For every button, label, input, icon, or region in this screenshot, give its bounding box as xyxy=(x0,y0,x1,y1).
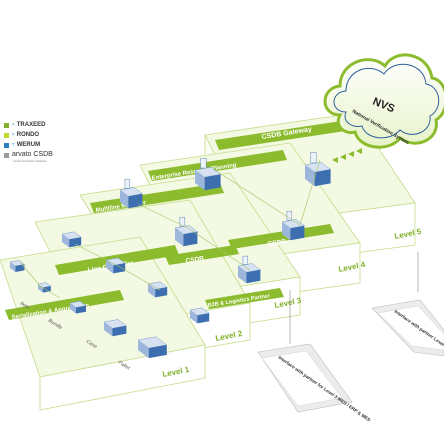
erp-server xyxy=(194,158,222,191)
connector-lines xyxy=(19,159,321,299)
legend-item: ≈TRAXEED xyxy=(4,120,74,130)
vendor-logo-icon: ≈ xyxy=(12,142,15,148)
csdb-label-right: CSDB xyxy=(267,238,287,248)
line-controller-3 xyxy=(147,281,168,298)
vendor-logo-icon: ≈ xyxy=(12,122,15,128)
bundle-pack xyxy=(69,300,87,314)
partner-terminal-right: Interface with partner Level 4 ERP & CSD… xyxy=(371,252,444,378)
case-label: Case xyxy=(85,339,98,351)
site-manager-server xyxy=(119,178,143,209)
pallet-pack xyxy=(137,336,168,359)
platform-label-strips xyxy=(5,120,352,320)
item-label: Item xyxy=(19,301,30,311)
csdb-server-l5 xyxy=(281,210,305,241)
legend-swatch xyxy=(4,152,9,158)
system-devices xyxy=(9,152,332,359)
legend-sublabel: Central Serialization Database xyxy=(13,160,47,163)
legend-label: arvato CSDB xyxy=(12,151,53,158)
legend-item: ≈WERUM xyxy=(4,140,74,150)
legend-item: arvato CSDB xyxy=(4,150,74,160)
line-controller-1 xyxy=(61,231,82,248)
bundle-device xyxy=(37,282,52,293)
legend-swatch xyxy=(4,142,9,148)
case-pack xyxy=(103,319,127,337)
legend-item: ≈RONDO xyxy=(4,130,74,140)
csdb-server-l4 xyxy=(174,216,198,247)
legend-label: RONDO xyxy=(16,132,40,138)
data-flow-dots xyxy=(332,148,362,163)
vendor-logo-icon: ≈ xyxy=(12,132,15,138)
legend-swatch xyxy=(4,122,9,128)
line-controller-4 xyxy=(189,307,210,324)
line-controller-2 xyxy=(105,257,126,274)
legend-label: WERUM xyxy=(16,142,41,148)
nvs-cloud: NVS National Verification System xyxy=(323,53,444,149)
legend-swatch xyxy=(4,132,9,138)
legend-label: TRAXEED xyxy=(16,122,46,128)
item-device xyxy=(9,260,25,273)
csdb-label-left: CSDB xyxy=(185,255,205,265)
